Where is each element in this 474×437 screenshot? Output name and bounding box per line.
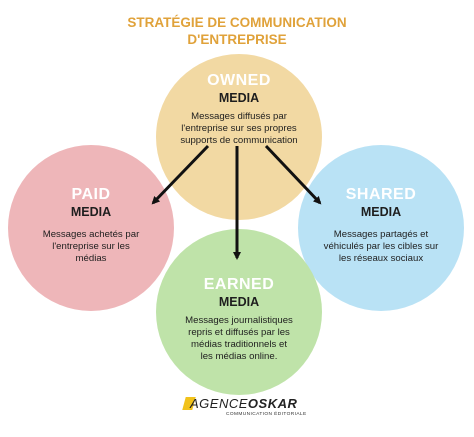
diagram-title: STRATÉGIE DE COMMUNICATION D'ENTREPRISE	[0, 14, 474, 48]
earned-description: Messages journalistiques repris et diffu…	[156, 315, 322, 363]
shared-heading: SHARED	[345, 186, 417, 203]
shared-media-circle	[298, 145, 464, 311]
logo-name-part2: OSKAR	[247, 396, 298, 411]
earned-subheading: MEDIA	[218, 295, 260, 309]
shared-description: Messages partagés et véhiculés par les c…	[298, 229, 464, 265]
owned-media-circle	[156, 54, 322, 220]
owned-desc-line: l'entreprise sur ses propres	[181, 123, 297, 134]
earned-desc-line: repris et diffusés par les	[188, 327, 290, 338]
shared-desc-line: les réseaux sociaux	[338, 253, 424, 264]
paid-subheading: MEDIA	[70, 205, 112, 219]
paid-desc-line: Messages achetés par	[42, 229, 140, 240]
logo-wordmark: AGENCEOSKAR	[190, 396, 297, 411]
shared-subheading: MEDIA	[360, 205, 402, 219]
paid-desc-line: l'entreprise sur les	[52, 241, 130, 252]
shared-desc-line: Messages partagés et	[333, 229, 429, 240]
paid-media-circle	[8, 145, 174, 311]
paid-description: Messages achetés par l'entreprise sur le…	[8, 229, 174, 265]
paid-heading: PAID	[71, 186, 111, 203]
earned-desc-line: Messages journalistiques	[185, 315, 293, 326]
paid-media-text: PAID MEDIA Messages achetés par l'entrep…	[8, 186, 174, 265]
paid-desc-line: médias	[75, 253, 107, 264]
owned-description: Messages diffusés par l'entreprise sur s…	[156, 111, 322, 147]
arrow-to-paid	[151, 144, 210, 205]
arrow-to-shared	[264, 144, 322, 205]
logo-name-part1: AGENCE	[190, 396, 248, 411]
title-line-2: D'ENTREPRISE	[187, 32, 287, 47]
owned-desc-line: supports de communication	[180, 135, 298, 146]
owned-desc-line: Messages diffusés par	[191, 111, 287, 122]
owned-heading: OWNED	[207, 72, 271, 89]
earned-media-text: EARNED MEDIA Messages journalistiques re…	[156, 276, 322, 363]
logo-tagline: COMMUNICATION ÉDITORIALE	[226, 412, 307, 417]
title-line-1: STRATÉGIE DE COMMUNICATION	[127, 15, 347, 30]
shared-media-text: SHARED MEDIA Messages partagés et véhicu…	[298, 186, 464, 265]
earned-desc-line: les médias online.	[200, 351, 278, 362]
shared-desc-line: véhiculés par les cibles sur	[323, 241, 439, 252]
earned-heading: EARNED	[203, 276, 275, 293]
agence-oskar-logo: AGENCEOSKAR COMMUNICATION ÉDITORIALE	[182, 396, 306, 426]
owned-subheading: MEDIA	[218, 91, 260, 105]
earned-desc-line: médias traditionnels et	[191, 339, 287, 350]
owned-media-text: OWNED MEDIA Messages diffusés par l'entr…	[156, 72, 322, 147]
